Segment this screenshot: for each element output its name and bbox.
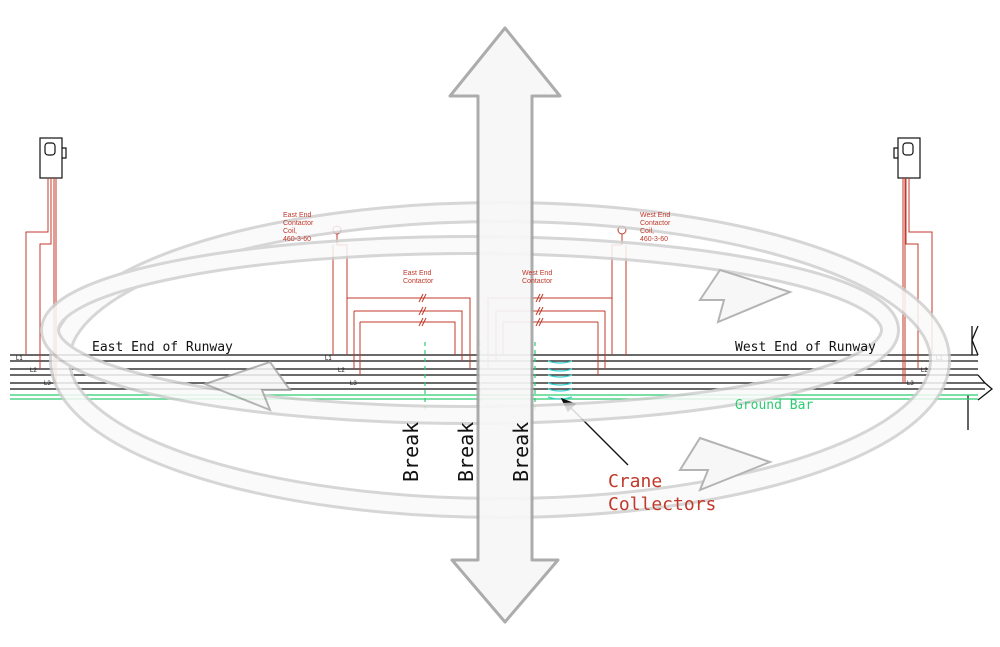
l2-label-mid: L2 [338,368,345,374]
l3-label-left: L3 [44,381,51,387]
east-end-label: East End of Runway [92,340,233,355]
west-contactor-label-2: Contactor [522,278,553,285]
east-coil-label-3: Coil, [283,228,297,235]
crane-label-2: Collectors [608,494,716,515]
break-label-1: Break [399,422,423,482]
east-contactor-label-2: Contactor [403,278,434,285]
west-coil-label-3: Coil, [640,228,654,235]
l3-label-right: L3 [907,381,914,387]
west-contactor-label-1: West End [522,270,552,277]
crane-collectors [547,360,573,400]
l3-label-mid: L3 [350,381,357,387]
break-label-3: Break [509,422,533,482]
l2-label-right: L2 [921,368,928,374]
east-coil-label-1: East End [283,212,312,219]
disconnect-switch-icon [39,137,67,179]
break-label-2: Break [454,422,478,482]
disconnect-switch-icon [893,137,921,179]
right-feed-wires [902,178,933,383]
west-end-label: West End of Runway [735,340,876,355]
l1-label-left: L1 [16,356,23,362]
east-coil-label-2: Contactor [283,220,314,227]
east-coil-label-4: 460-3-60 [283,236,311,243]
west-coil-label-1: West End [640,212,670,219]
west-coil-label-2: Contactor [640,220,671,227]
ground-bar-label: Ground Bar [735,398,813,413]
l2-label-left: L2 [30,368,37,374]
l1-label-mid: L1 [325,356,332,362]
east-contactor-label-1: East End [403,270,432,277]
pan-arrows-icon[interactable] [448,26,562,624]
crane-label-1: Crane [608,471,662,492]
west-coil-label-4: 460-3-60 [640,236,668,243]
